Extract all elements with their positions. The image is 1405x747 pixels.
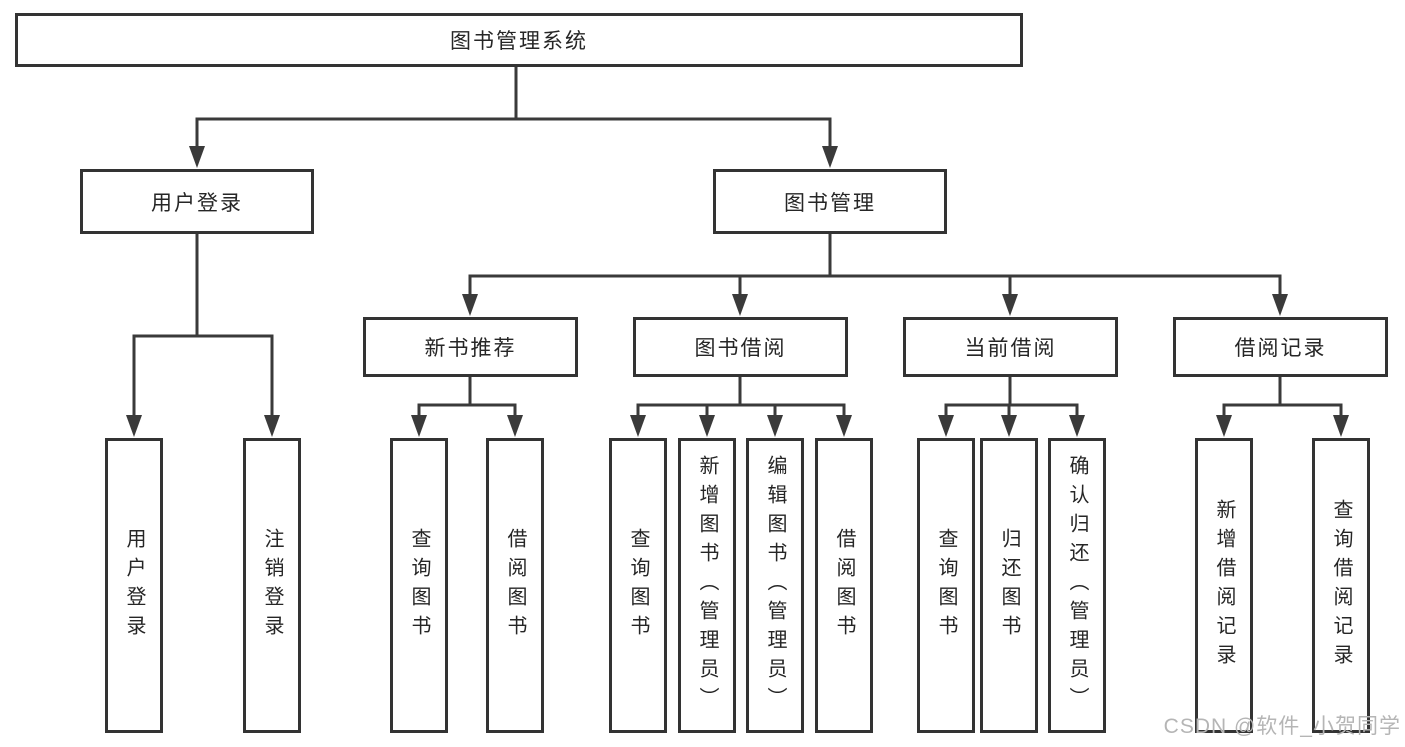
leaf-user-login: 用户登录 bbox=[105, 438, 163, 733]
leaf-current-confirm-return-admin: 确认归还（管理员） bbox=[1048, 438, 1106, 733]
node-library-system-label: 图书管理系统 bbox=[450, 30, 588, 53]
node-book-management-label: 图书管理 bbox=[784, 191, 876, 215]
leaf-borrow-query-books-label: 查询图书 bbox=[627, 527, 649, 644]
csdn-watermark: CSDN @软件_小贺同学 bbox=[1163, 715, 1401, 738]
node-borrow-records: 借阅记录 bbox=[1173, 317, 1388, 377]
leaf-borrow-borrow-books: 借阅图书 bbox=[815, 438, 873, 733]
node-new-book-recommend: 新书推荐 bbox=[363, 317, 578, 377]
node-book-borrow-label: 图书借阅 bbox=[694, 337, 787, 360]
leaf-logout-label: 注销登录 bbox=[261, 527, 283, 644]
leaf-current-return-books-label: 归还图书 bbox=[998, 527, 1020, 644]
leaf-current-query-books-label: 查询图书 bbox=[935, 527, 957, 644]
leaf-recommend-borrow-books: 借阅图书 bbox=[486, 438, 544, 733]
leaf-current-query-books: 查询图书 bbox=[917, 438, 975, 733]
node-book-borrow: 图书借阅 bbox=[633, 317, 848, 377]
leaf-recommend-query-books: 查询图书 bbox=[390, 438, 448, 733]
connector-bookmgmt-to-level3 bbox=[468, 234, 1282, 298]
leaf-records-query-record-label: 查询借阅记录 bbox=[1330, 498, 1352, 673]
connector-newbook-to-leaves bbox=[417, 377, 517, 420]
leaf-current-return-books: 归还图书 bbox=[980, 438, 1038, 733]
leaf-records-add-record-label: 新增借阅记录 bbox=[1213, 498, 1235, 673]
connector-currentborrow-to-leaves bbox=[944, 377, 1079, 420]
leaf-current-confirm-return-admin-label: 确认归还（管理员） bbox=[1066, 455, 1088, 716]
node-borrow-records-label: 借阅记录 bbox=[1234, 337, 1327, 360]
connector-userlogin-to-leaves bbox=[132, 234, 274, 420]
node-current-borrow-label: 当前借阅 bbox=[964, 337, 1057, 360]
leaf-borrow-query-books: 查询图书 bbox=[609, 438, 667, 733]
connector-records-to-leaves bbox=[1222, 377, 1343, 420]
leaf-records-query-record: 查询借阅记录 bbox=[1312, 438, 1370, 733]
leaf-logout: 注销登录 bbox=[243, 438, 301, 733]
arrowheads bbox=[126, 146, 1349, 437]
node-user-login: 用户登录 bbox=[80, 169, 314, 234]
leaf-recommend-query-books-label: 查询图书 bbox=[408, 527, 430, 644]
leaf-borrow-add-books-admin-label: 新增图书（管理员） bbox=[696, 455, 718, 716]
leaf-borrow-add-books-admin: 新增图书（管理员） bbox=[678, 438, 736, 733]
leaf-records-add-record: 新增借阅记录 bbox=[1195, 438, 1253, 733]
connector-root-to-level2 bbox=[195, 67, 832, 150]
leaf-borrow-edit-books-admin: 编辑图书（管理员） bbox=[746, 438, 804, 733]
node-current-borrow: 当前借阅 bbox=[903, 317, 1118, 377]
leaf-borrow-edit-books-admin-label: 编辑图书（管理员） bbox=[764, 455, 786, 716]
node-user-login-label: 用户登录 bbox=[151, 191, 243, 215]
leaf-user-login-label: 用户登录 bbox=[123, 527, 145, 644]
node-book-management: 图书管理 bbox=[713, 169, 947, 234]
node-library-system: 图书管理系统 bbox=[15, 13, 1023, 67]
node-new-book-recommend-label: 新书推荐 bbox=[424, 337, 517, 360]
leaf-borrow-borrow-books-label: 借阅图书 bbox=[833, 527, 855, 644]
connector-bookborrow-to-leaves bbox=[636, 377, 846, 420]
leaf-recommend-borrow-books-label: 借阅图书 bbox=[504, 527, 526, 644]
